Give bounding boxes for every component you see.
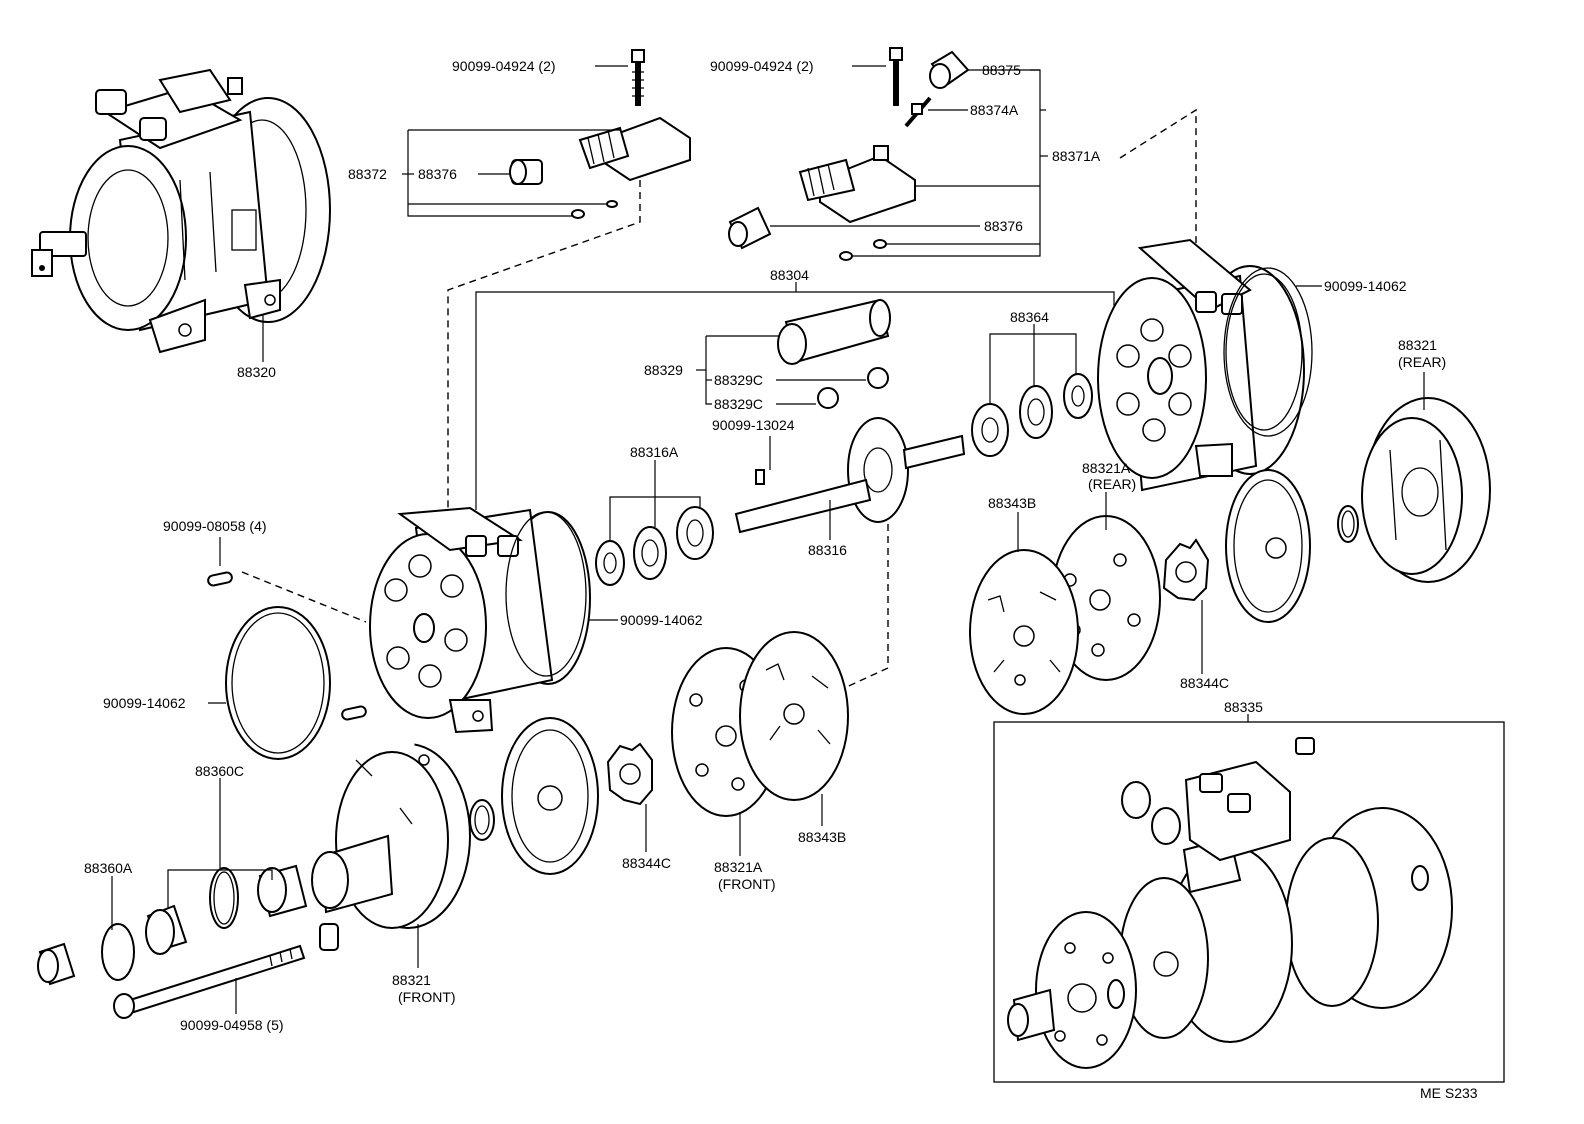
rear-head-88321 <box>1361 397 1491 583</box>
compressor-assembly-illustration <box>31 68 331 354</box>
bolt-icon <box>889 47 903 106</box>
label-88360a: 88360A <box>84 860 133 876</box>
label-88316a: 88316A <box>630 444 679 460</box>
label-88320: 88320 <box>237 364 276 380</box>
label-oring-mid: 90099-14062 <box>620 612 703 628</box>
label-88321-rear-sub: (REAR) <box>1398 354 1446 370</box>
long-bolt-icon <box>113 944 306 1019</box>
label-88375: 88375 <box>982 62 1021 78</box>
label-88329: 88329 <box>644 362 683 378</box>
front-head-88321 <box>311 730 471 930</box>
label-88360c: 88360C <box>195 763 244 779</box>
cap-88376-left-icon <box>509 159 543 185</box>
label-88304: 88304 <box>770 267 809 283</box>
bolt-icon <box>631 49 645 106</box>
gasket-88344c-left <box>606 742 653 806</box>
label-88321a-front: 88321A <box>714 859 763 875</box>
label-88344c-left: 88344C <box>622 855 671 871</box>
label-88364: 88364 <box>1010 309 1049 325</box>
reed-valve-88343b-right <box>969 549 1079 715</box>
label-88344c-right: 88344C <box>1180 675 1229 691</box>
label-88329c-2: 88329C <box>714 396 763 412</box>
rear-gasket-plate <box>1225 469 1311 623</box>
label-88321-front-sub: (FRONT) <box>398 989 456 1005</box>
label-88321-rear: 88321 <box>1398 337 1437 353</box>
service-valve-fitting-right <box>798 145 916 224</box>
label-88376-right: 88376 <box>984 218 1023 234</box>
label-88321a-rear-sub: (REAR) <box>1088 476 1136 492</box>
label-bolt-top-left: 90099-04924 (2) <box>452 58 556 74</box>
front-cylinder-housing <box>369 506 591 734</box>
label-bolt-bottom: 90099-04958 (5) <box>180 1017 284 1033</box>
label-88343b-left: 88343B <box>798 829 846 845</box>
label-88372: 88372 <box>348 166 387 182</box>
label-bolt-top-right: 90099-04924 (2) <box>710 58 814 74</box>
label-88343b-right: 88343B <box>988 495 1036 511</box>
rear-cylinder-housing <box>1097 238 1305 492</box>
piston-88329 <box>777 298 891 365</box>
label-88335: 88335 <box>1224 699 1263 715</box>
label-oring-left: 90099-14062 <box>103 695 186 711</box>
label-88321a-front-sub: (FRONT) <box>718 876 776 892</box>
label-88321a-rear: 88321A <box>1082 460 1131 476</box>
label-88374a: 88374A <box>970 102 1019 118</box>
cap-88375-icon <box>929 50 970 89</box>
reed-valve-88343b-left <box>739 631 849 801</box>
gasket-88344c-right <box>1162 538 1210 602</box>
label-pin-08058: 90099-08058 (4) <box>163 518 267 534</box>
label-88316: 88316 <box>808 542 847 558</box>
label-oring-rear-top: 90099-14062 <box>1324 278 1407 294</box>
service-valve-fitting-left <box>578 116 691 182</box>
inset-88335-box <box>993 714 1505 1083</box>
cap-88376-right-icon <box>728 206 772 250</box>
label-88329c-1: 88329C <box>714 372 763 388</box>
reference-code: ME S233 <box>1420 1085 1478 1101</box>
label-88376-left: 88376 <box>418 166 457 182</box>
label-88371a: 88371A <box>1052 148 1101 164</box>
front-gasket-plate <box>501 717 599 875</box>
label-88321-front: 88321 <box>392 972 431 988</box>
label-pin-13024: 90099-13024 <box>712 417 795 433</box>
shaft-88316 <box>734 417 966 534</box>
seal-group-88360 <box>37 864 339 986</box>
valve-core-88374a-icon <box>904 96 932 128</box>
